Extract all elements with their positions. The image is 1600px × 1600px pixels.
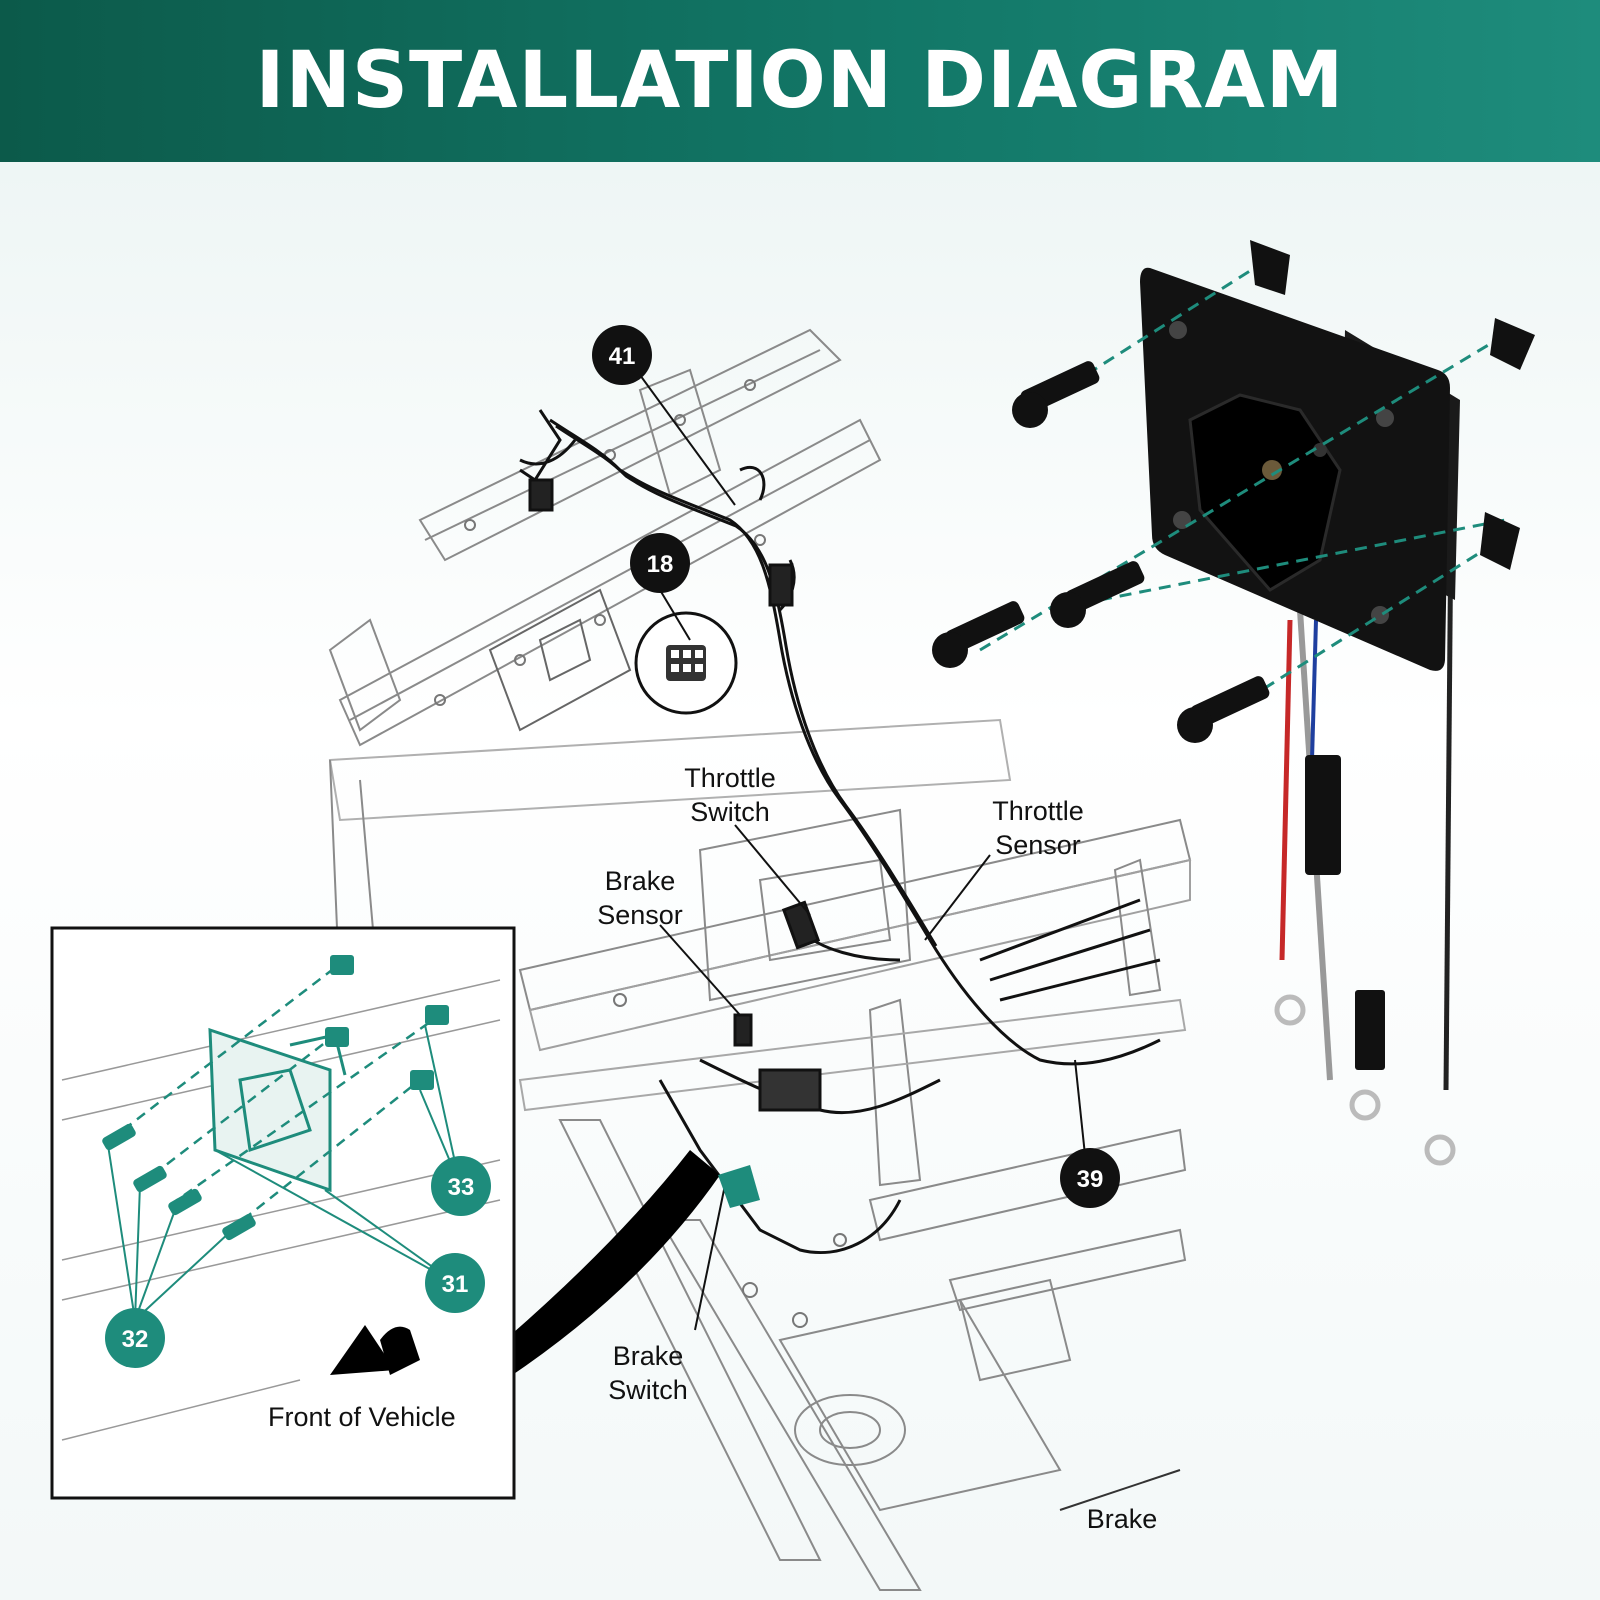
- callout-31-number: 31: [442, 1271, 469, 1298]
- svg-text:Brake: Brake: [605, 866, 676, 896]
- throttle-switch-label: Throttle Switch: [684, 763, 776, 827]
- callout-18: 18: [630, 533, 690, 593]
- callout-41-number: 41: [609, 343, 636, 370]
- svg-text:Throttle: Throttle: [684, 763, 776, 793]
- front-of-vehicle-label: Front of Vehicle: [268, 1402, 456, 1432]
- inset-detail: Front of Vehicle: [50, 926, 720, 1500]
- callout-32-number: 32: [122, 1326, 149, 1353]
- svg-text:Sensor: Sensor: [597, 900, 683, 930]
- installation-diagram: Front of Vehicle 41 18 39 33 31 32 Throt…: [50, 240, 1535, 1591]
- title-banner: INSTALLATION DIAGRAM: [0, 0, 1600, 162]
- connector-detail-circle: [634, 611, 738, 715]
- svg-text:Sensor: Sensor: [995, 830, 1081, 860]
- callout-31: 31: [425, 1253, 485, 1313]
- callout-32: 32: [105, 1308, 165, 1368]
- page-title: INSTALLATION DIAGRAM: [255, 36, 1345, 126]
- wire-harness: [519, 409, 1161, 1255]
- cart-frame-drawing: [328, 328, 1192, 1591]
- callout-33: 33: [431, 1156, 491, 1216]
- svg-text:Switch: Switch: [608, 1375, 688, 1405]
- receptacle-hardware: [932, 240, 1535, 743]
- brake-switch-label: Brake Switch: [608, 1341, 688, 1405]
- svg-text:Brake: Brake: [613, 1341, 684, 1371]
- charger-receptacle: [1140, 267, 1460, 1166]
- svg-text:Switch: Switch: [690, 797, 770, 827]
- label-leaders: [639, 374, 1086, 1331]
- callout-39: 39: [1060, 1148, 1120, 1208]
- callout-39-number: 39: [1077, 1166, 1104, 1193]
- svg-text:Throttle: Throttle: [992, 796, 1084, 826]
- callout-33-number: 33: [448, 1174, 475, 1201]
- brake-sensor-label: Brake Sensor: [597, 866, 683, 930]
- brake-switch-part: [718, 1165, 760, 1208]
- callout-18-number: 18: [647, 551, 674, 578]
- callout-41: 41: [592, 325, 652, 385]
- throttle-sensor-label: Throttle Sensor: [992, 796, 1084, 860]
- brake-label: Brake: [1087, 1504, 1158, 1534]
